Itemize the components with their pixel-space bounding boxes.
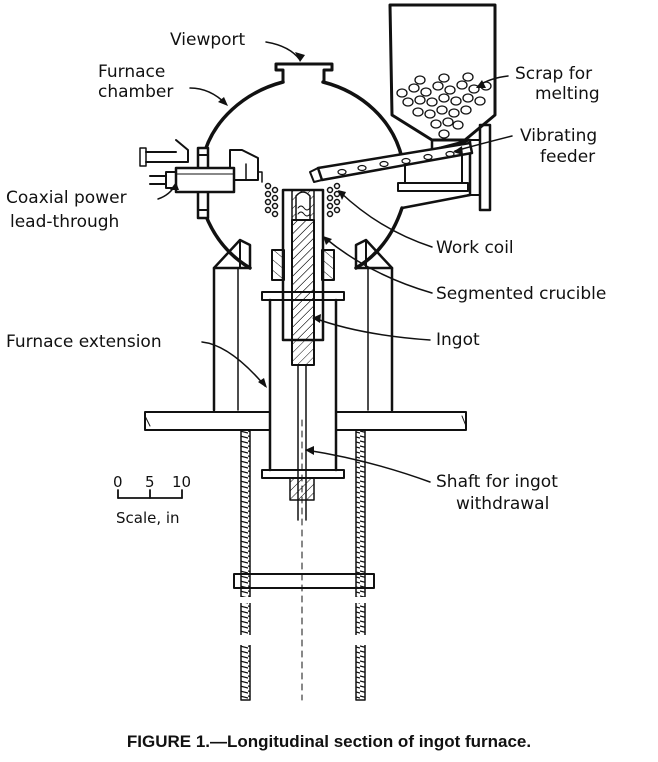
leader-furnace-extension bbox=[201, 341, 266, 387]
vibrating-feeder bbox=[309, 141, 474, 192]
leader-viewport bbox=[265, 41, 301, 61]
leader-shaft bbox=[305, 449, 431, 483]
figure-caption: FIGURE 1.—Longitudinal section of ingot … bbox=[126, 732, 532, 751]
work-coil bbox=[264, 182, 341, 218]
viewport bbox=[274, 62, 334, 84]
arrowheads bbox=[170, 52, 486, 455]
scrap-hopper bbox=[388, 3, 497, 152]
scale-tick-0: 0 bbox=[113, 473, 123, 491]
label-ingot: Ingot bbox=[436, 330, 480, 350]
label-scrap-1: Scrap for bbox=[515, 64, 593, 84]
label-segmented-crucible: Segmented crucible bbox=[436, 284, 607, 304]
withdrawal-shaft bbox=[289, 364, 315, 701]
label-viewport: Viewport bbox=[170, 30, 246, 50]
leader-lines bbox=[157, 41, 513, 483]
label-vibrating-feeder-2: feeder bbox=[540, 147, 596, 167]
label-furnace-chamber-2: chamber bbox=[98, 82, 174, 102]
threaded-rods bbox=[231, 429, 375, 701]
scale-tick-5: 5 bbox=[145, 473, 155, 491]
label-furnace-chamber-1: Furnace bbox=[98, 62, 166, 82]
label-coaxial-2: lead-through bbox=[10, 212, 120, 232]
label-coaxial-1: Coaxial power bbox=[6, 188, 127, 208]
support-frame bbox=[144, 411, 467, 589]
label-scrap-2: melting bbox=[535, 84, 600, 104]
furnace-extension bbox=[212, 238, 394, 479]
scale-label: Scale, in bbox=[116, 509, 180, 527]
scale-tick-10: 10 bbox=[172, 473, 192, 491]
label-shaft-2: withdrawal bbox=[456, 494, 550, 514]
label-furnace-extension: Furnace extension bbox=[6, 332, 162, 352]
leader-segmented-crucible bbox=[324, 237, 433, 294]
leader-work-coil bbox=[339, 191, 433, 248]
leader-ingot bbox=[313, 317, 431, 341]
scale-bar bbox=[117, 489, 183, 499]
scrap-pellets bbox=[396, 72, 492, 139]
coaxial-power-lead-through bbox=[139, 139, 263, 194]
label-vibrating-feeder-1: Vibrating bbox=[520, 126, 598, 146]
label-work-coil: Work coil bbox=[436, 238, 514, 258]
label-shaft-1: Shaft for ingot bbox=[436, 472, 558, 492]
